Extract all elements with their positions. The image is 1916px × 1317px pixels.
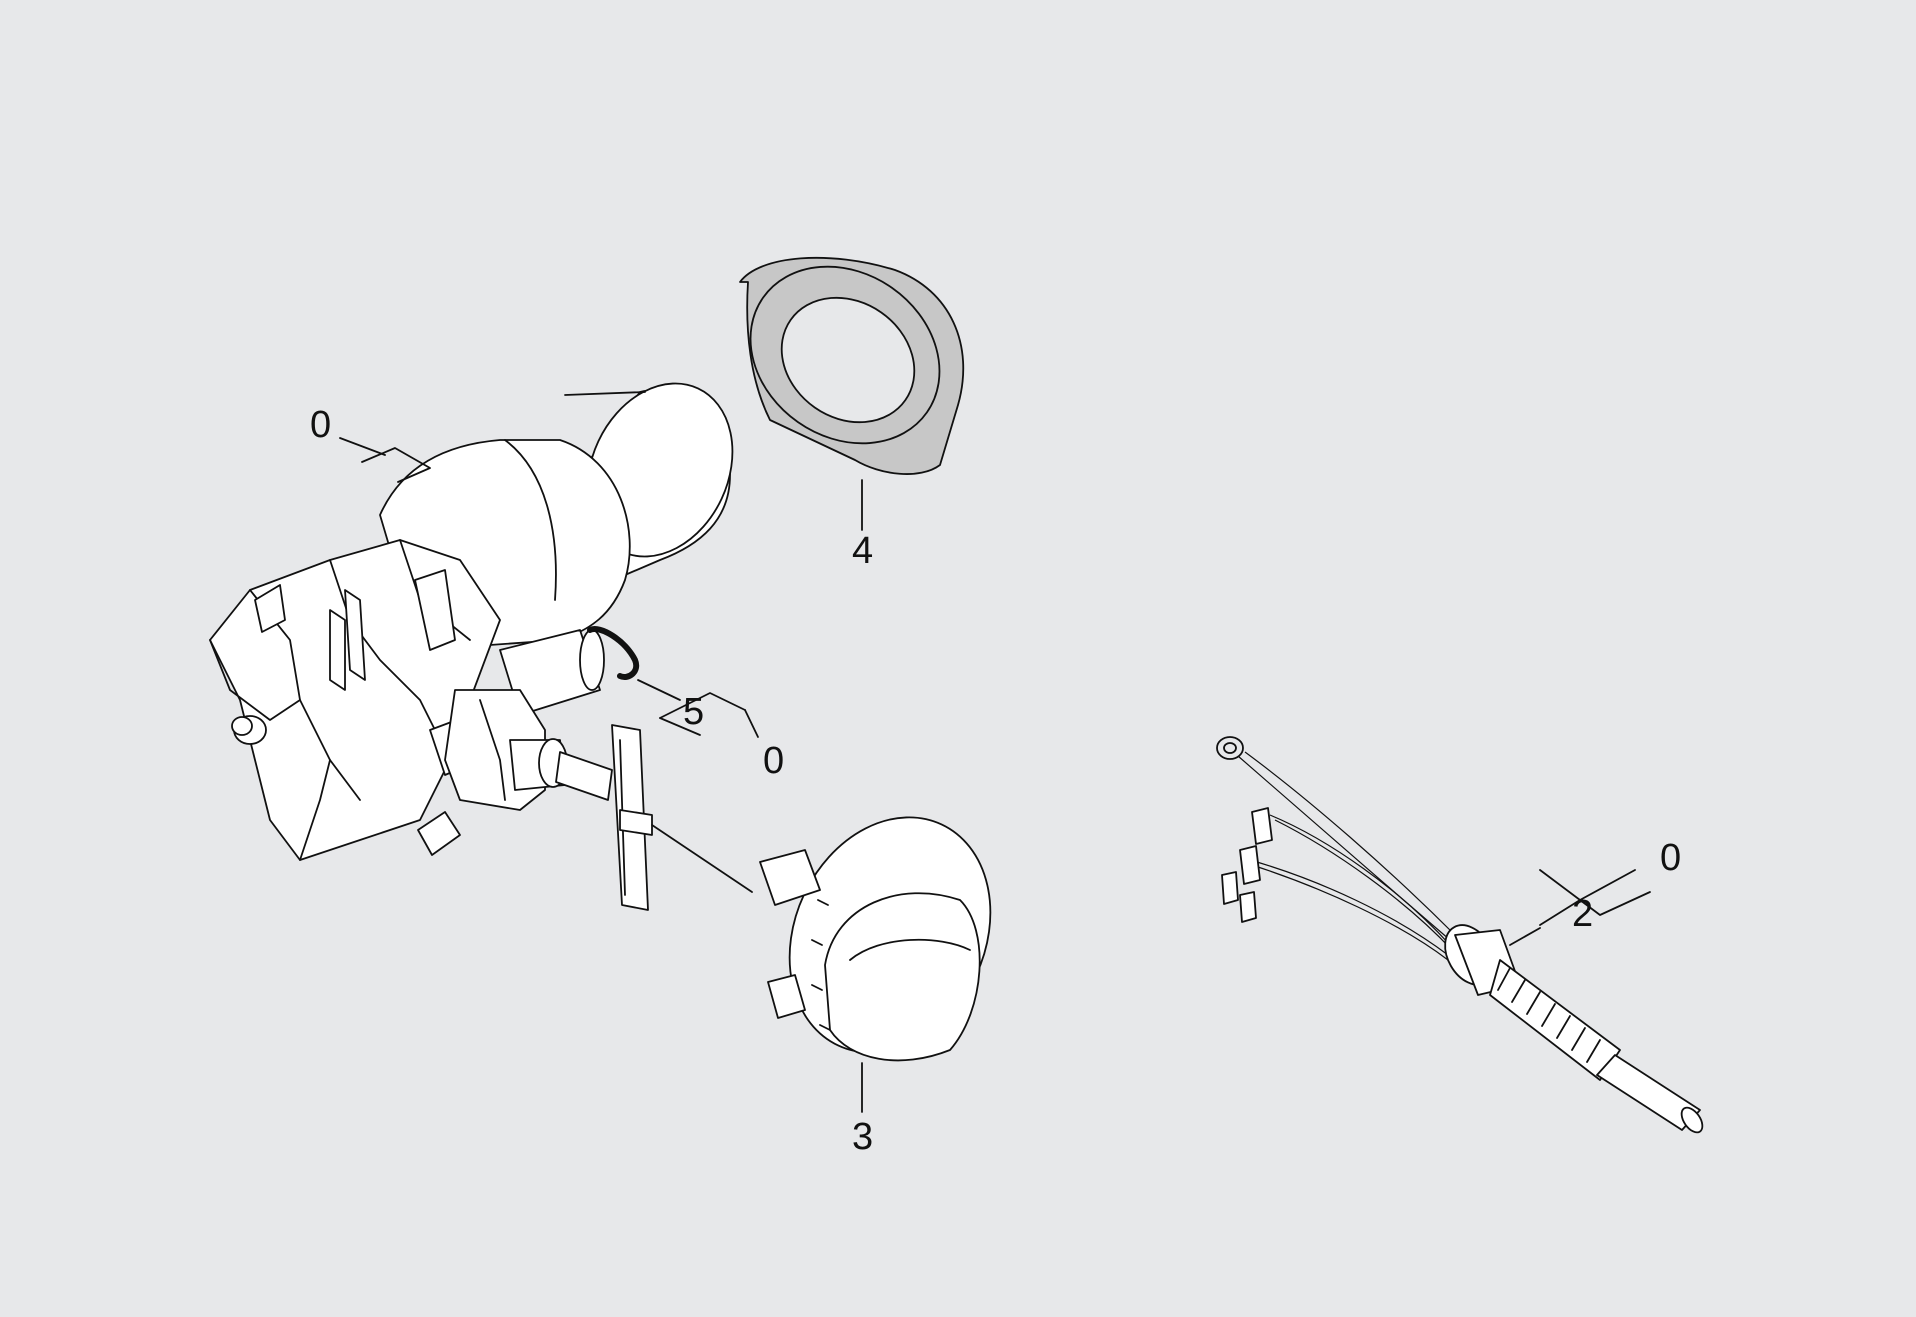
callout-leaders — [339, 437, 1651, 1113]
callout-cap-part: 3 — [852, 1116, 873, 1158]
motor-pump-assembly — [209, 382, 753, 911]
callout-motor-ref: 0 — [310, 404, 331, 446]
end-cap-cover — [759, 816, 992, 1062]
callout-ring-part: 4 — [852, 530, 873, 572]
callout-oring-ref: 0 — [763, 740, 784, 782]
callout-cable-part: 2 — [1572, 893, 1593, 935]
callout-oring-part: 5 — [683, 691, 704, 733]
cable-harness — [1216, 736, 1704, 1134]
callout-cable-ref: 0 — [1660, 837, 1681, 879]
ring-sleeve — [739, 256, 965, 475]
